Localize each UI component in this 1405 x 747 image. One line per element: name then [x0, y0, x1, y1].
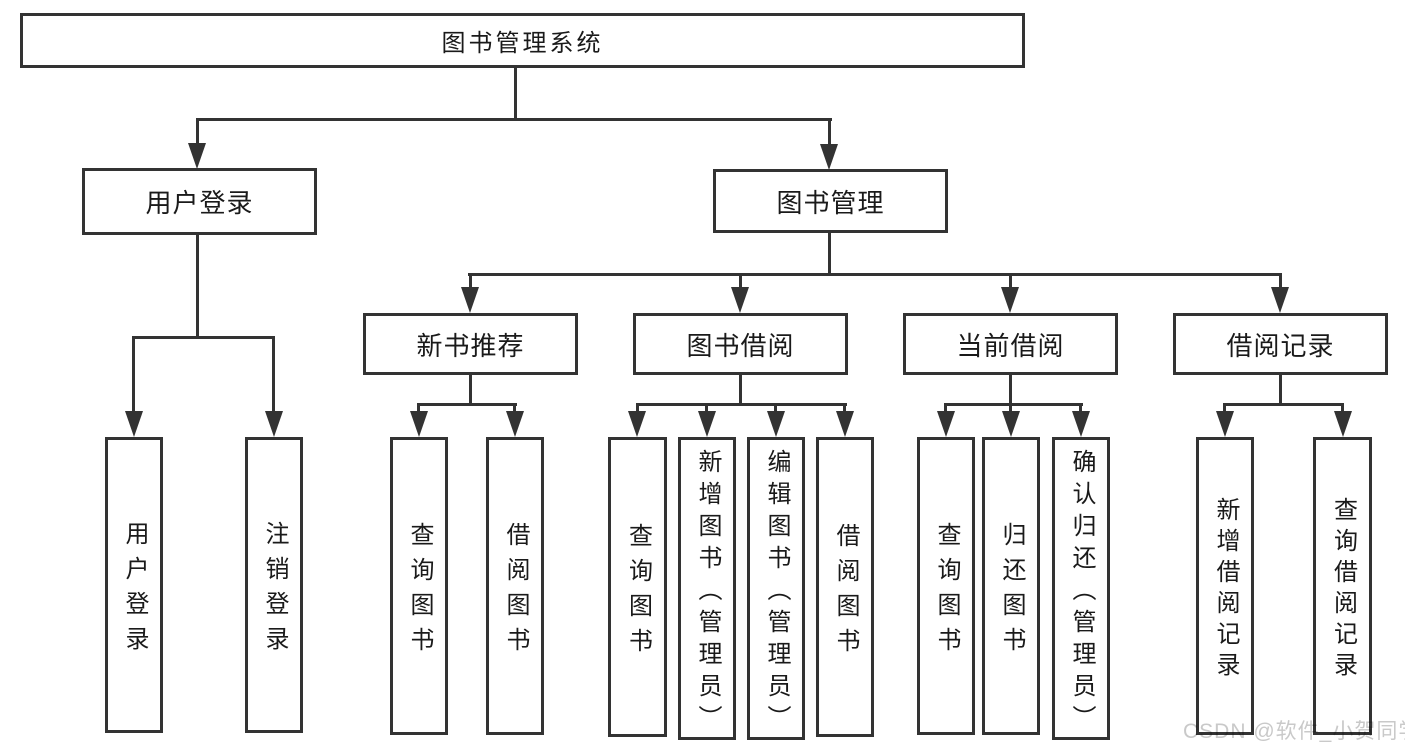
- edge-line: [514, 66, 517, 118]
- leaf-return-books: 归还图书: [982, 437, 1040, 735]
- node-current-borrowing-label: 当前借阅: [956, 330, 1065, 361]
- edge-line: [843, 403, 846, 413]
- node-book-borrowing-label: 图书借阅: [686, 330, 795, 361]
- leaf-add-books-admin-label: 新增图书（管理员）: [694, 448, 721, 737]
- edge-line: [417, 403, 420, 413]
- node-root: 图书管理系统: [20, 13, 1025, 68]
- node-borrowing-records-label: 借阅记录: [1226, 330, 1335, 361]
- edge-line: [828, 118, 831, 146]
- leaf-query-books-borrowing: 查询图书: [608, 437, 667, 737]
- arrow-down-icon: [125, 411, 143, 437]
- edge-line: [196, 235, 199, 336]
- edge-line: [1279, 375, 1282, 403]
- leaf-return-books-label: 归还图书: [998, 521, 1025, 662]
- leaf-confirm-return-admin: 确认归还（管理员）: [1052, 437, 1110, 740]
- arrow-down-icon: [1001, 287, 1019, 313]
- edge-line: [513, 403, 516, 413]
- arrow-down-icon: [410, 411, 428, 437]
- leaf-logout-label: 注销登录: [261, 520, 288, 661]
- edge-line: [1079, 403, 1082, 413]
- leaf-edit-books-admin-label: 编辑图书（管理员）: [763, 448, 790, 737]
- node-current-borrowing: 当前借阅: [903, 313, 1118, 375]
- leaf-add-borrow-record: 新增借阅记录: [1196, 437, 1254, 735]
- arrow-down-icon: [731, 287, 749, 313]
- edge-line: [1009, 403, 1012, 413]
- edge-line: [636, 403, 847, 406]
- leaf-query-books-current: 查询图书: [917, 437, 975, 735]
- edge-line: [1009, 375, 1012, 403]
- leaf-add-books-admin: 新增图书（管理员）: [678, 437, 736, 740]
- node-book-management: 图书管理: [713, 169, 948, 233]
- watermark-text: CSDN @软件_小贺同学: [1183, 720, 1405, 743]
- leaf-borrow-books-recommend: 借阅图书: [486, 437, 544, 735]
- edge-line: [705, 403, 708, 413]
- leaf-query-books-current-label: 查询图书: [933, 521, 960, 662]
- arrow-down-icon: [937, 411, 955, 437]
- arrow-down-icon: [1271, 287, 1289, 313]
- edge-line: [944, 403, 1083, 406]
- edge-line: [1279, 273, 1282, 289]
- leaf-confirm-return-admin-label: 确认归还（管理员）: [1068, 448, 1095, 737]
- arrow-down-icon: [698, 411, 716, 437]
- edge-line: [944, 403, 947, 413]
- leaf-user-login-label: 用户登录: [121, 520, 148, 661]
- leaf-borrow-books-borrowing: 借阅图书: [816, 437, 874, 737]
- arrow-down-icon: [188, 143, 206, 169]
- arrow-down-icon: [836, 411, 854, 437]
- arrow-down-icon: [628, 411, 646, 437]
- arrow-down-icon: [265, 411, 283, 437]
- leaf-borrow-books-borrowing-label: 借阅图书: [832, 522, 859, 663]
- leaf-query-borrow-record: 查询借阅记录: [1313, 437, 1372, 735]
- edge-line: [774, 403, 777, 413]
- edge-line: [196, 118, 832, 121]
- leaf-query-borrow-record-label: 查询借阅记录: [1329, 496, 1357, 683]
- edge-line: [739, 273, 742, 289]
- node-new-book-recommendation: 新书推荐: [363, 313, 578, 375]
- leaf-user-login: 用户登录: [105, 437, 163, 733]
- leaf-edit-books-admin: 编辑图书（管理员）: [747, 437, 805, 740]
- node-user-login-label: 用户登录: [145, 188, 254, 218]
- leaf-query-books-recommend-label: 查询图书: [406, 521, 433, 662]
- leaf-query-books-borrowing-label: 查询图书: [624, 522, 652, 663]
- edge-line: [132, 336, 135, 413]
- edge-line: [739, 375, 742, 403]
- leaf-logout: 注销登录: [245, 437, 303, 733]
- arrow-down-icon: [820, 144, 838, 170]
- edge-line: [1223, 403, 1344, 406]
- leaf-add-borrow-record-label: 新增借阅记录: [1212, 496, 1239, 683]
- arrow-down-icon: [506, 411, 524, 437]
- node-root-label: 图书管理系统: [441, 30, 604, 57]
- node-book-management-label: 图书管理: [776, 187, 885, 218]
- node-new-book-recommendation-label: 新书推荐: [416, 330, 525, 361]
- edge-line: [828, 233, 831, 273]
- leaf-query-books-recommend: 查询图书: [390, 437, 448, 735]
- arrow-down-icon: [767, 411, 785, 437]
- arrow-down-icon: [1002, 411, 1020, 437]
- edge-line: [636, 403, 639, 413]
- edge-line: [132, 336, 275, 339]
- node-borrowing-records: 借阅记录: [1173, 313, 1388, 375]
- edge-line: [196, 118, 199, 146]
- arrow-down-icon: [1334, 411, 1352, 437]
- arrow-down-icon: [461, 287, 479, 313]
- edge-line: [272, 336, 275, 413]
- node-book-borrowing: 图书借阅: [633, 313, 848, 375]
- edge-line: [469, 273, 472, 289]
- edge-line: [1009, 273, 1012, 289]
- node-user-login: 用户登录: [82, 168, 317, 235]
- edge-line: [469, 375, 472, 403]
- arrow-down-icon: [1216, 411, 1234, 437]
- edge-line: [468, 273, 1281, 276]
- leaf-borrow-books-recommend-label: 借阅图书: [502, 521, 529, 662]
- edge-line: [1223, 403, 1226, 413]
- arrow-down-icon: [1072, 411, 1090, 437]
- edge-line: [417, 403, 517, 406]
- edge-line: [1341, 403, 1344, 413]
